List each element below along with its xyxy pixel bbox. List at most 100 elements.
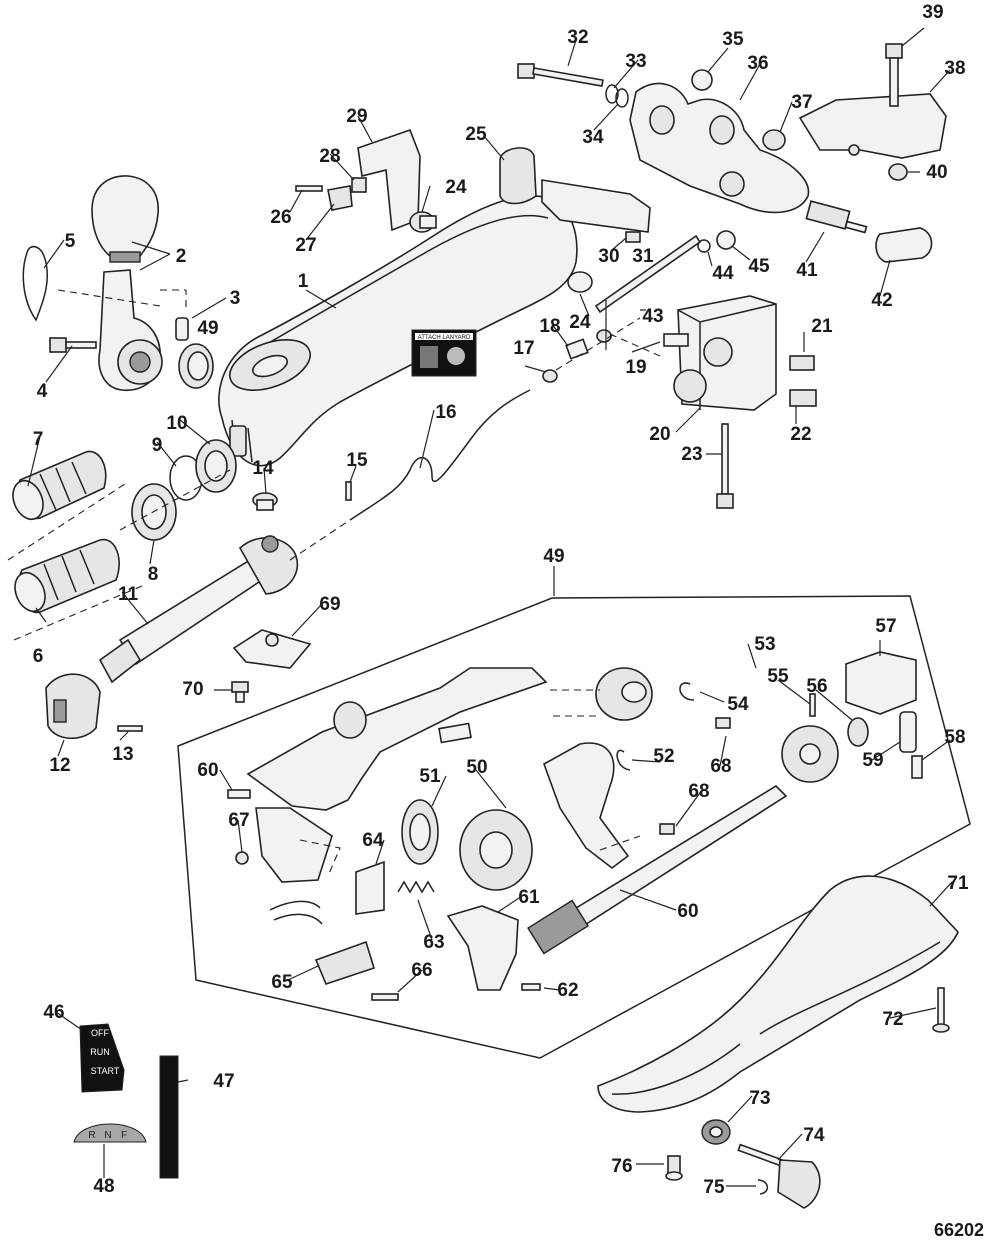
svg-text:RUN: RUN [90,1047,110,1057]
screw-68-upper [715,717,731,729]
screw-31 [625,231,641,243]
callout-labels: 1 2 3 4 5 6 7 8 9 10 11 12 13 14 15 16 1… [33,2,969,1198]
svg-text:N: N [104,1130,111,1141]
nut-19 [596,329,612,343]
callout-71: 71 [947,873,969,894]
spacer-24-lower [567,271,593,293]
callout-35: 35 [722,29,744,50]
spacer-18 [565,338,589,360]
bolt-23 [716,423,734,509]
callout-26: 26 [270,207,291,228]
throttle-cable-16 [349,389,531,521]
friction-knob-74 [737,1143,821,1209]
shift-arm-50 [543,742,630,870]
screw-68-lower [659,823,675,835]
callout-53: 53 [754,634,775,655]
callout-40: 40 [926,162,947,183]
callout-33: 33 [625,51,646,72]
swivel-bracket-36 [629,82,810,214]
bracket-38 [798,93,947,159]
callout-25: 25 [465,124,487,145]
callout-30: 30 [598,246,619,267]
key-switch-decal-46: OFF RUN START [79,1023,125,1093]
pin-3 [175,317,189,341]
screw-72 [932,987,950,1033]
callout-34: 34 [582,127,604,148]
knob-42 [875,227,933,263]
subassembly-boundary-49 [177,595,971,1059]
callout-59: 59 [862,750,883,771]
tiller-handle-housing [218,195,578,467]
callout-49-group: 49 [543,546,564,567]
callout-62: 62 [557,980,578,1001]
callout-22: 22 [790,424,811,445]
washer-35 [691,69,713,91]
callout-5: 5 [65,231,76,252]
plate-64 [355,860,385,915]
svg-text:R: R [88,1130,95,1141]
callout-2: 2 [176,246,187,267]
callout-68b: 68 [688,781,709,802]
callout-55: 55 [767,666,789,687]
callout-10: 10 [166,413,187,434]
end-cap-12 [45,673,101,739]
svg-text:OFF: OFF [91,1028,109,1038]
lower-cover-71 [597,875,959,1113]
callout-18: 18 [539,316,560,337]
callout-51: 51 [419,766,441,787]
callout-64: 64 [362,830,384,851]
callout-56: 56 [806,676,827,697]
gear-indicator-decal-48: R N F [73,1123,147,1143]
callout-57: 57 [875,616,896,637]
callout-20: 20 [649,424,670,445]
svg-text:F: F [121,1130,127,1141]
callout-76: 76 [611,1156,632,1177]
callout-61: 61 [518,887,540,908]
neutral-switch-65 [269,900,375,985]
screw-66 [371,993,399,1001]
callout-70: 70 [182,679,203,700]
detent-ring-51 [401,799,439,865]
throttle-decal-47 [159,1055,179,1179]
grommet-73 [701,1119,731,1145]
callout-73: 73 [749,1088,770,1109]
throttle-shaft-11 [98,535,299,684]
callout-52: 52 [653,746,674,767]
clip-44 [697,239,711,253]
screw-28 [351,177,367,193]
callout-49: 49 [197,318,218,339]
callout-66: 66 [411,960,432,981]
callout-24b: 24 [569,312,591,333]
callout-63: 63 [423,932,444,953]
callout-68: 68 [710,756,731,777]
figure-id: 66202 [934,1220,984,1240]
trim-valve-block-20 [663,295,777,411]
callout-38: 38 [944,58,965,79]
nut-37 [762,129,786,151]
adjuster-41 [805,200,868,234]
callout-11: 11 [118,584,139,605]
callout-58: 58 [944,727,965,748]
throttle-grip-7 [12,450,107,521]
pin-15 [345,481,352,501]
callout-47: 47 [213,1071,234,1092]
fitting-21 [789,355,815,371]
callout-67: 67 [228,810,249,831]
pad-30 [541,179,651,233]
washer-45 [716,230,736,250]
callout-29: 29 [346,106,367,127]
bevel-gear-upper [595,667,653,721]
callout-41: 41 [796,260,818,281]
screw-76 [665,1155,683,1181]
callout-12: 12 [49,755,70,776]
callout-39: 39 [922,2,943,23]
spring-63 [397,880,435,894]
e-clip-52 [616,749,631,771]
nut-67 [235,851,249,865]
callout-65: 65 [271,972,293,993]
callout-8: 8 [148,564,159,585]
callout-46: 46 [43,1002,64,1023]
callout-44: 44 [712,263,734,284]
screw-13 [117,725,143,732]
